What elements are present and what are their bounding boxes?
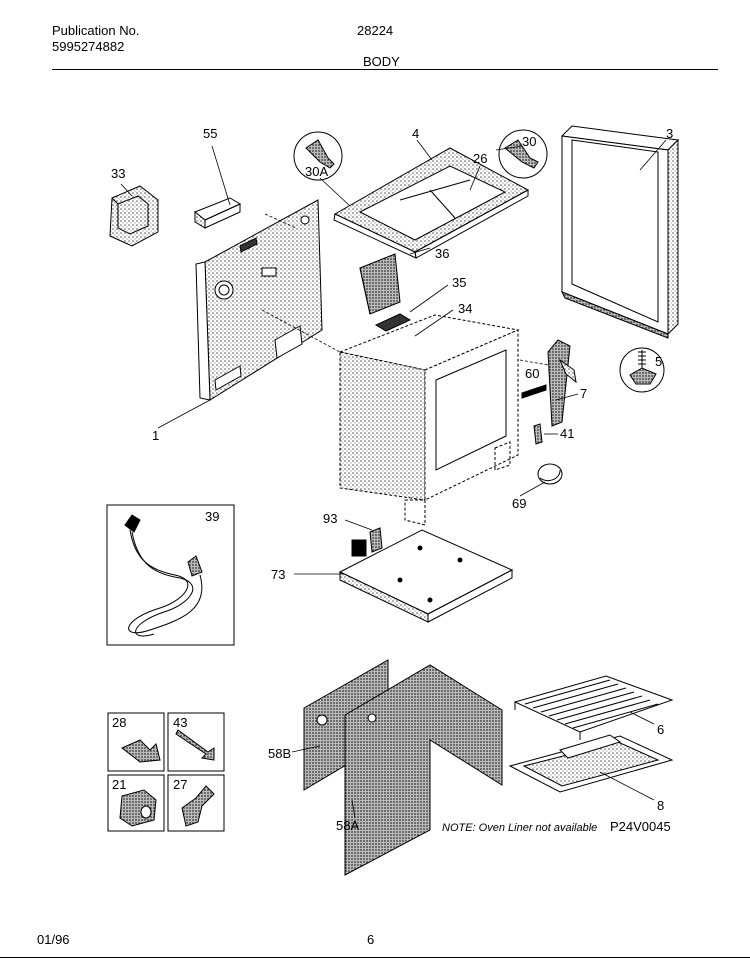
inset-30-clip: [498, 129, 548, 179]
part-39-power-cord-inset: [106, 504, 235, 646]
part-28-box: [107, 712, 165, 772]
callout-26: 26: [473, 151, 487, 166]
part-1-back-panel: [195, 199, 323, 401]
callout-58b: 58B: [268, 746, 291, 761]
part-7-hinge: [547, 339, 577, 427]
part-35-pad: [374, 313, 412, 332]
part-3-side-frame: [560, 125, 680, 339]
footer-rule: [0, 957, 750, 958]
part-93-switch: [351, 527, 383, 557]
part-36-bracket: [359, 253, 401, 315]
callout-5: 5: [655, 354, 662, 369]
figure-code: P24V0045: [610, 819, 671, 834]
callout-55: 55: [203, 126, 217, 141]
part-4-top-frame: [333, 147, 530, 259]
callout-33: 33: [111, 166, 125, 181]
callout-36: 36: [435, 246, 449, 261]
callout-6: 6: [657, 722, 664, 737]
part-69-plug: [537, 463, 563, 485]
callout-43: 43: [173, 715, 187, 730]
part-55-block: [194, 197, 242, 229]
callout-73: 73: [271, 567, 285, 582]
publication-label: Publication No.: [52, 23, 140, 38]
footer-date: 01/96: [37, 932, 70, 947]
part-41-hinge-clip: [533, 423, 543, 445]
callout-41: 41: [560, 426, 574, 441]
callout-1: 1: [152, 428, 159, 443]
callout-27: 27: [173, 777, 187, 792]
part-8-oven-bottom: [508, 734, 674, 793]
main-oven-body: [338, 314, 520, 526]
callout-3: 3: [666, 126, 673, 141]
callout-30a: 30A: [305, 164, 328, 179]
inset-30a-clip: [293, 131, 343, 181]
callout-58a: 58A: [336, 818, 359, 833]
callout-34: 34: [458, 301, 472, 316]
callout-21: 21: [112, 777, 126, 792]
callout-8: 8: [657, 798, 664, 813]
header-rule: [52, 69, 718, 70]
part-58a-insulation: [344, 664, 503, 876]
leader-lines: [120, 139, 667, 819]
part-43-box: [167, 712, 225, 772]
part-33-bracket: [109, 185, 159, 247]
callout-7: 7: [580, 386, 587, 401]
oven-liner-note: NOTE: Oven Liner not available: [442, 822, 597, 834]
part-60-hinge-pin: [521, 384, 547, 399]
section-title: BODY: [363, 54, 400, 69]
page-number: 6: [367, 932, 375, 947]
callout-60: 60: [525, 366, 539, 381]
publication-number: 5995274882: [52, 39, 125, 54]
callout-39: 39: [205, 509, 219, 524]
part-6-oven-rack: [513, 675, 674, 740]
part-27-box: [167, 774, 225, 832]
part-73-bottom-panel: [338, 529, 514, 623]
callout-28: 28: [112, 715, 126, 730]
part-21-box: [107, 774, 165, 832]
callout-4: 4: [412, 126, 419, 141]
model-number: 28224: [357, 23, 394, 38]
callout-69: 69: [512, 496, 526, 511]
part-5-leveling-leg: [619, 347, 665, 393]
callout-35: 35: [452, 275, 466, 290]
callout-93: 93: [323, 511, 337, 526]
callout-30: 30: [522, 134, 536, 149]
